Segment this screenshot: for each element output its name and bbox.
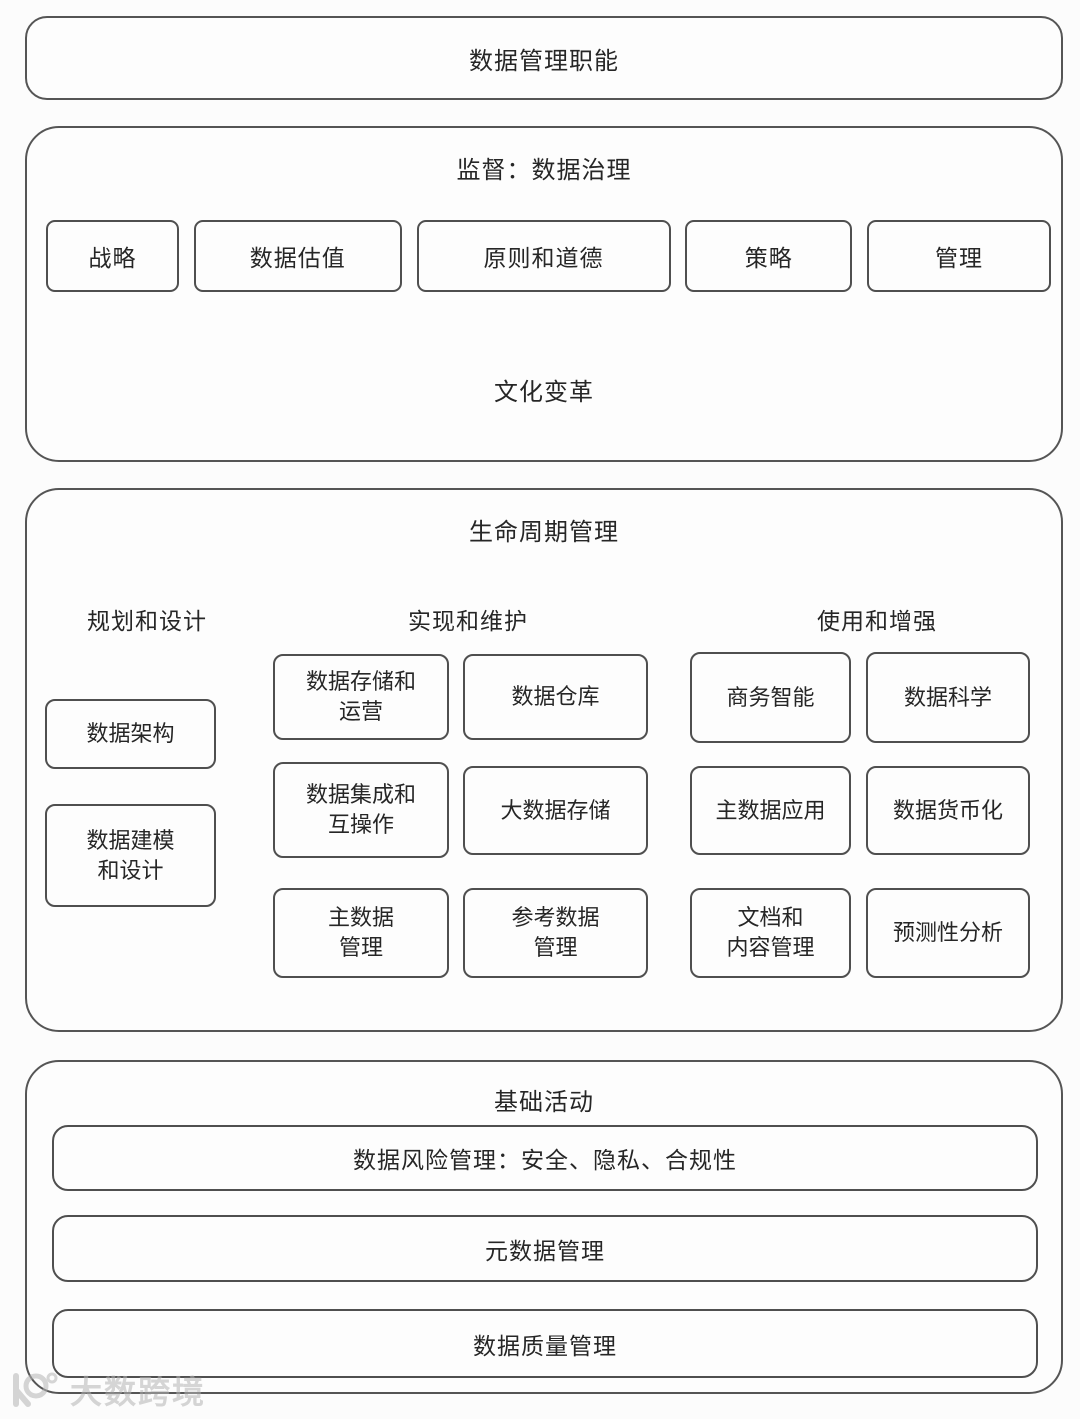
box-data-modeling-design: 数据建模 和设计 (45, 804, 216, 907)
watermark: 大数跨境 (6, 1366, 206, 1414)
box-document-content-management: 文档和 内容管理 (690, 888, 851, 978)
box-master-data-management: 主数据 管理 (273, 888, 449, 978)
box-data-warehouse: 数据仓库 (463, 654, 648, 740)
diagram-title: 数据管理职能 (469, 48, 619, 75)
governance-title: 监督：数据治理 (456, 158, 632, 184)
foundation-title: 基础活动 (494, 1090, 594, 1116)
bar-data-quality-management: 数据质量管理 (52, 1309, 1038, 1378)
governance-box-management: 管理 (867, 220, 1051, 292)
box-data-integration-interoperability: 数据集成和 互操作 (273, 762, 449, 858)
governance-box-principles-ethics: 原则和道德 (416, 220, 671, 292)
governance-box-strategy: 战略 (46, 220, 179, 292)
governance-box-data-valuation: 数据估值 (193, 220, 402, 292)
foundation-section: 基础活动 数据风险管理：安全、隐私、合规性 元数据管理 数据质量管理 (25, 1060, 1063, 1394)
box-business-intelligence: 商务智能 (690, 652, 851, 743)
box-master-data-application: 主数据应用 (690, 766, 851, 855)
governance-box-policy: 策略 (685, 220, 853, 292)
column-header-implement-maintain: 实现和维护 (408, 609, 528, 634)
box-data-architecture: 数据架构 (45, 699, 216, 769)
watermark-logo-icon (13, 1372, 58, 1407)
governance-section: 监督：数据治理 战略 数据估值 原则和道德 策略 管理 文化变革 (25, 126, 1063, 462)
column-header-plan-design: 规划和设计 (87, 609, 207, 634)
top-banner: 数据管理职能 (25, 16, 1063, 100)
box-predictive-analytics: 预测性分析 (866, 888, 1030, 978)
watermark-brand-text: 大数跨境 (70, 1374, 207, 1410)
box-big-data-storage: 大数据存储 (463, 766, 648, 855)
box-data-storage-operations: 数据存储和 运营 (273, 654, 449, 740)
box-reference-data-management: 参考数据 管理 (463, 888, 648, 978)
box-data-science: 数据科学 (866, 652, 1030, 743)
culture-change-label: 文化变革 (494, 380, 594, 406)
bar-data-risk-management: 数据风险管理：安全、隐私、合规性 (52, 1125, 1038, 1191)
lifecycle-section: 生命周期管理 规划和设计 实现和维护 使用和增强 数据架构 数据建模 和设计 数… (25, 488, 1063, 1032)
box-data-monetization: 数据货币化 (866, 766, 1030, 855)
lifecycle-title: 生命周期管理 (469, 520, 619, 546)
bar-metadata-management: 元数据管理 (52, 1215, 1038, 1282)
governance-box-row: 战略 数据估值 原则和道德 策略 管理 (46, 220, 1051, 292)
column-header-use-enhance: 使用和增强 (817, 609, 937, 634)
